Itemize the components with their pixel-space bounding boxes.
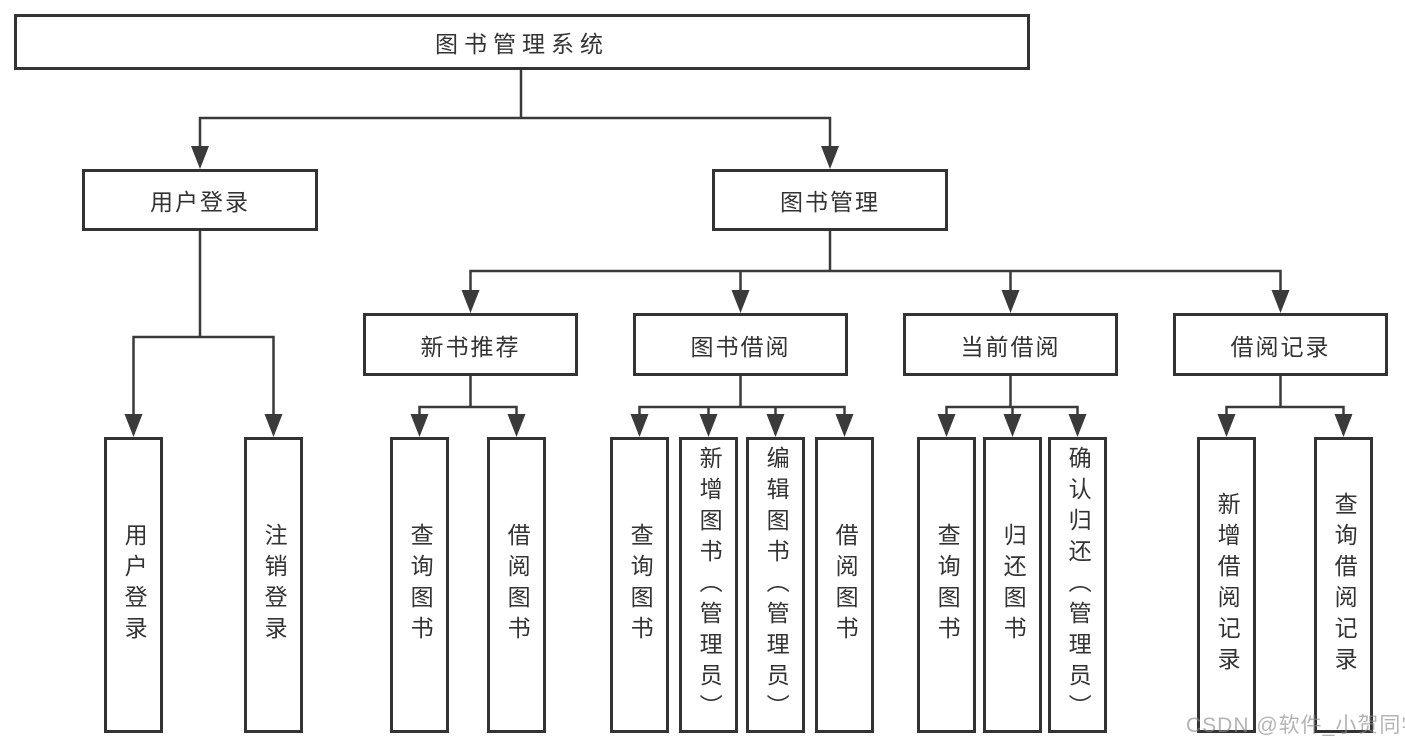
arrow-icon [821,146,839,169]
leaf-add-borrow-record-label: 新增借阅记录 [1214,492,1241,678]
arrow-icon [731,290,750,313]
arrow-icon [835,414,854,437]
connector-borrowrecord-to-leaves [1225,376,1345,418]
csdn-watermark: CSDN @软件_小贺同学 [1186,714,1405,737]
leaf-borrow-books-borrowing: 借阅图书 [815,437,874,733]
node-book-borrowing: 图书借阅 [633,313,848,376]
leaf-query-books-current-label: 查询图书 [934,523,961,647]
arrow-icon [124,414,143,437]
node-new-book-recommendation: 新书推荐 [363,313,578,376]
arrow-icon [410,414,429,437]
node-user-login-label: 用户登录 [150,189,250,215]
leaf-query-books-borrowing-label: 查询图书 [627,523,654,647]
node-borrowing-records-label: 借阅记录 [1230,333,1331,360]
connector-bookmgmt-to-level2 [469,231,1282,294]
arrow-icon [507,414,526,437]
leaf-query-borrow-record: 查询借阅记录 [1314,437,1373,733]
leaf-logout-label: 注销登录 [261,523,288,647]
leaf-query-books-recommend-label: 查询图书 [407,523,434,647]
connector-root-to-level1 [198,70,832,150]
node-root: 图书管理系统 [14,14,1030,70]
arrow-icon [1068,414,1087,437]
node-new-book-recommendation-label: 新书推荐 [420,333,521,360]
arrow-icon [1334,414,1353,437]
leaf-query-books-recommend: 查询图书 [390,437,449,733]
leaf-add-borrow-record: 新增借阅记录 [1197,437,1256,733]
leaf-user-login-label: 用户登录 [121,523,148,647]
connector-newbook-to-leaves [418,376,518,418]
leaf-add-book-admin: 新增图书（管理员） [679,437,738,733]
leaf-confirm-return-admin: 确认归还（管理员） [1048,437,1107,733]
leaf-edit-book-admin-label: 编辑图书（管理员） [763,445,790,725]
leaf-add-book-admin-label: 新增图书（管理员） [696,445,723,725]
arrow-icon [191,146,209,169]
node-current-borrowing: 当前借阅 [903,313,1118,376]
leaf-query-books-borrowing: 查询图书 [610,437,669,733]
node-current-borrowing-label: 当前借阅 [960,333,1061,360]
node-root-label: 图书管理系统 [435,31,609,57]
arrow-icon [1001,290,1020,313]
leaf-borrow-books-recommend-label: 借阅图书 [504,523,531,647]
connector-currentborrow-to-leaves [945,376,1079,418]
node-book-management: 图书管理 [712,169,948,231]
leaf-return-book: 归还图书 [983,437,1042,733]
arrow-icon [766,414,785,437]
arrow-icon [264,414,283,437]
leaf-confirm-return-admin-label: 确认归还（管理员） [1065,445,1092,725]
leaf-edit-book-admin: 编辑图书（管理员） [746,437,805,733]
arrow-icon [1271,290,1290,313]
node-book-management-label: 图书管理 [780,189,880,215]
arrow-icon [1003,414,1022,437]
leaf-logout: 注销登录 [244,437,303,733]
arrowheads [124,146,1353,437]
arrow-icon [630,414,649,437]
leaf-borrow-books-borrowing-label: 借阅图书 [832,523,859,647]
arrow-icon [1217,414,1236,437]
leaf-query-borrow-record-label: 查询借阅记录 [1331,492,1358,678]
connector-userlogin-to-leaves [132,231,275,418]
leaf-borrow-books-recommend: 借阅图书 [487,437,546,733]
node-user-login: 用户登录 [82,169,318,231]
node-book-borrowing-label: 图书借阅 [690,333,791,360]
arrow-icon [937,414,956,437]
node-borrowing-records: 借阅记录 [1173,313,1388,376]
arrow-icon [461,290,480,313]
leaf-return-book-label: 归还图书 [1000,523,1027,647]
leaf-query-books-current: 查询图书 [917,437,976,733]
connector-bookborrow-to-leaves [638,376,846,418]
arrow-icon [699,414,718,437]
leaf-user-login: 用户登录 [104,437,163,733]
